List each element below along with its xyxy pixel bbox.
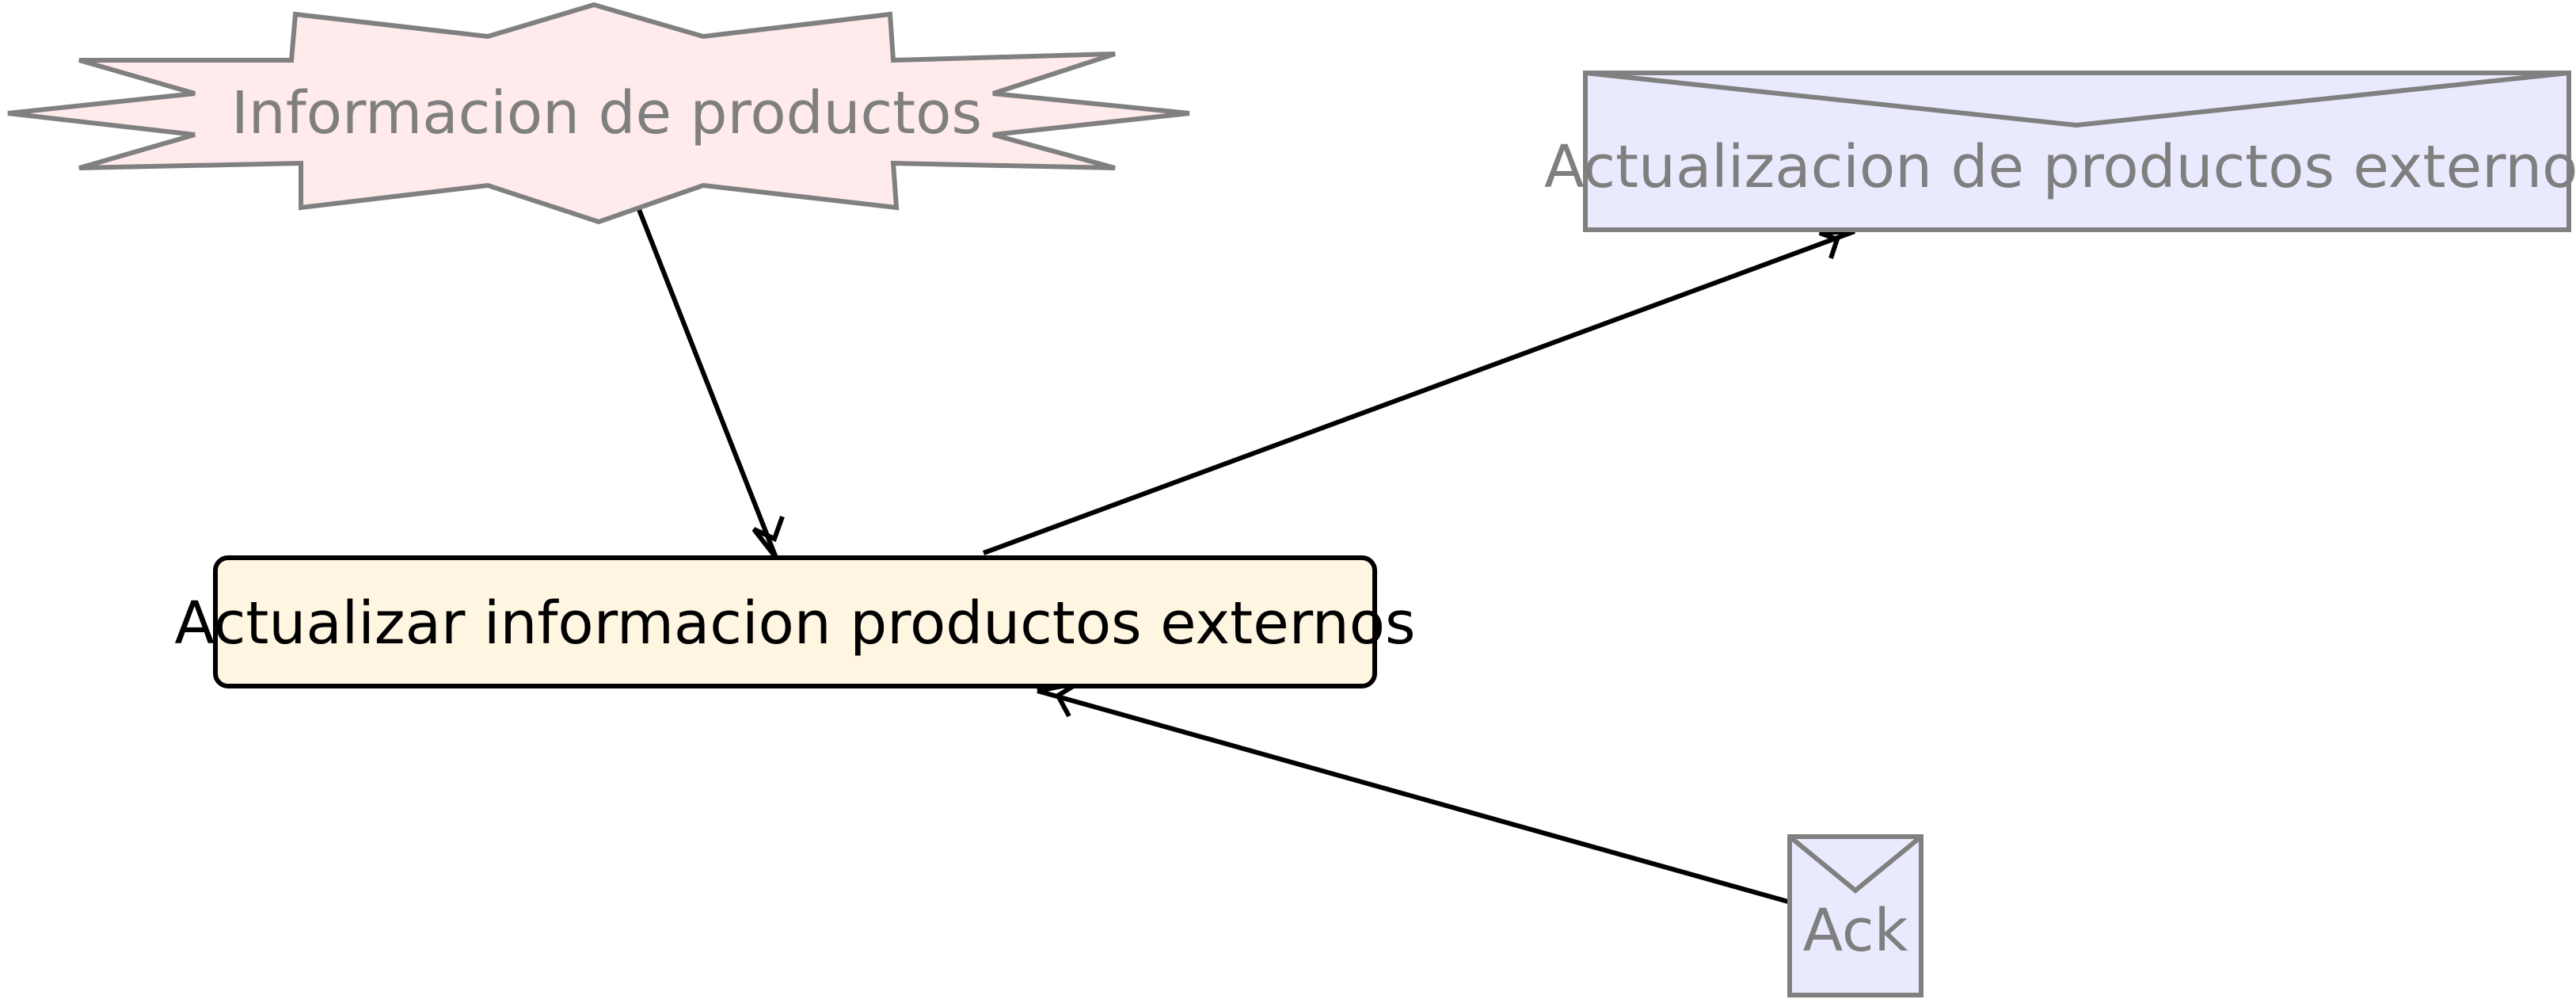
output-flag-box (1583, 71, 2571, 232)
activity-box (213, 555, 1377, 688)
edge-event-to-activity (636, 206, 785, 559)
edge-message-to-activity (1037, 681, 1789, 904)
event-node[interactable]: Informacion de productos (7, 2, 1190, 225)
output-flag-label: Actualizacion de productos externos (1544, 133, 2576, 201)
event-burst-shape (7, 2, 1190, 225)
message-envelope-box (1787, 834, 1923, 997)
activity-label: Actualizar informacion productos externo… (174, 589, 1415, 658)
edge-activity-to-output-flag (982, 229, 1856, 555)
arrowhead-icon (751, 515, 785, 559)
output-flag-chevron (1585, 71, 2570, 128)
event-label: Informacion de productos (231, 79, 982, 147)
envelope-icon (1788, 834, 1923, 894)
activity-node[interactable]: Actualizar informacion productos externo… (174, 555, 1416, 688)
message-label: Ack (1803, 897, 1908, 965)
output-flag-node[interactable]: Actualizacion de productos externos (1544, 71, 2576, 232)
message-node[interactable]: Ack (1787, 834, 1923, 997)
